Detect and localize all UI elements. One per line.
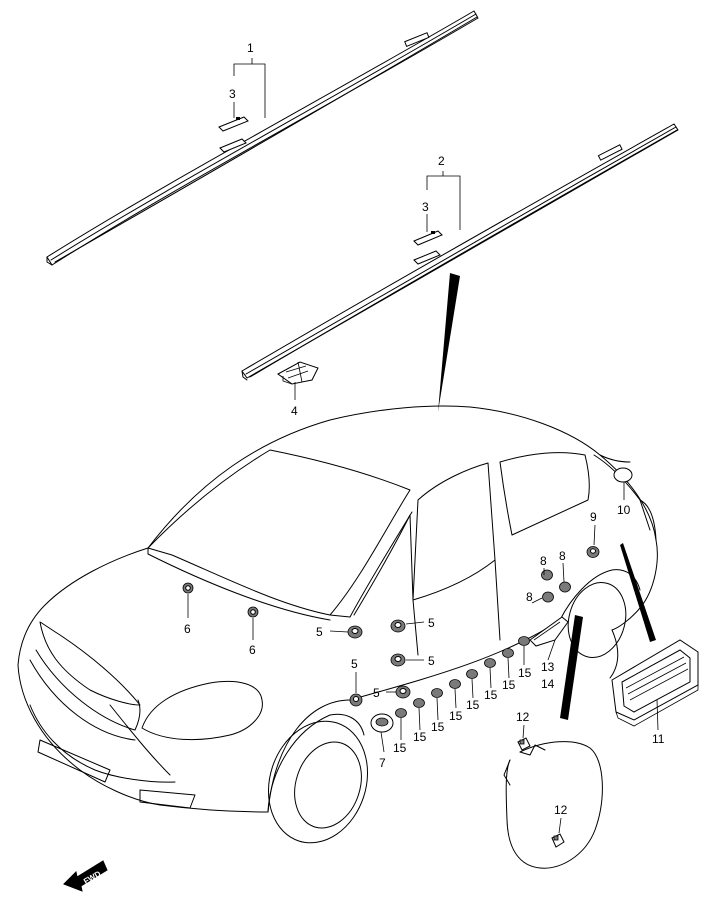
- callout-15f: 15: [484, 688, 498, 702]
- callout-5e: 5: [373, 686, 380, 700]
- grommet-6b[interactable]: [247, 606, 259, 618]
- clips-15[interactable]: [395, 636, 530, 718]
- callout-5d: 5: [351, 657, 358, 671]
- vent-11[interactable]: [611, 639, 699, 727]
- grommet-6a[interactable]: [182, 582, 194, 594]
- clip-5a[interactable]: [347, 625, 363, 639]
- roof-rail-2-clip[interactable]: [413, 230, 443, 265]
- callout-15a: 15: [393, 741, 407, 755]
- roof-rail-1[interactable]: [46, 10, 479, 266]
- callout-9: 9: [590, 510, 597, 524]
- bracket-4[interactable]: [277, 361, 319, 385]
- callout-7: 7: [379, 756, 386, 770]
- callout-15h: 15: [518, 666, 532, 680]
- pointer-wedge-rear: [620, 543, 656, 642]
- callout-8b: 8: [559, 549, 566, 563]
- callout-15e: 15: [466, 698, 480, 712]
- callout-3b: 3: [422, 200, 429, 214]
- clip-5d[interactable]: [349, 693, 363, 707]
- pointer-wedge-mudguard: [560, 615, 583, 720]
- clip-12b[interactable]: [551, 833, 565, 848]
- callout-5a: 5: [316, 625, 323, 639]
- callout-5c: 5: [428, 654, 435, 668]
- clip-12a[interactable]: [517, 737, 531, 751]
- fwd-arrow-icon: FWD: [63, 860, 108, 892]
- callout-15b: 15: [413, 730, 427, 744]
- callout-15g: 15: [502, 678, 516, 692]
- fuel-lid-10[interactable]: [613, 467, 633, 483]
- leader-lines: [187, 58, 659, 834]
- callout-14: 14: [541, 677, 555, 691]
- clip-5e[interactable]: [395, 685, 411, 699]
- callout-labels: 1 3 2 3 4 10 9 8 8 8 6 6 5 5 5 5 5 13 14…: [184, 41, 665, 817]
- garnish-13-14[interactable]: [529, 616, 569, 647]
- cap-7[interactable]: [370, 713, 394, 733]
- callout-15c: 15: [431, 720, 445, 734]
- roof-rail-1-clip[interactable]: [218, 116, 249, 153]
- callout-10: 10: [617, 503, 631, 517]
- callout-8c: 8: [526, 590, 533, 604]
- roof-rail-2[interactable]: [241, 123, 679, 381]
- callout-6a: 6: [184, 622, 191, 636]
- callout-3a: 3: [229, 87, 236, 101]
- callout-1: 1: [247, 41, 254, 55]
- callout-6b: 6: [249, 643, 256, 657]
- pointer-wedge-roof: [438, 273, 460, 412]
- callout-12b: 12: [554, 803, 568, 817]
- callout-4: 4: [291, 404, 298, 418]
- callout-5b: 5: [428, 616, 435, 630]
- mudguard[interactable]: [503, 741, 603, 869]
- car-body: [17, 405, 658, 844]
- clip-5c[interactable]: [390, 653, 406, 667]
- clip-5b[interactable]: [390, 619, 406, 633]
- callout-12a: 12: [516, 710, 530, 724]
- clips-8[interactable]: [541, 569, 571, 603]
- clip-9[interactable]: [586, 546, 600, 558]
- callout-13: 13: [541, 660, 555, 674]
- callout-15d: 15: [449, 709, 463, 723]
- callout-2: 2: [438, 154, 445, 168]
- callout-8a: 8: [540, 554, 547, 568]
- callout-11: 11: [652, 732, 665, 746]
